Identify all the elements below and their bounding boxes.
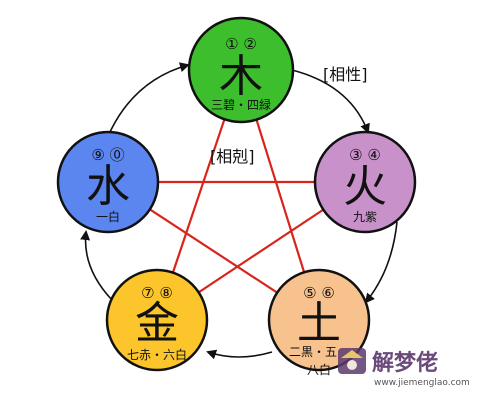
node-fire: ③ ④ 火 九紫 bbox=[313, 130, 417, 234]
cycle-arrow-wood-fire bbox=[291, 69, 370, 134]
node-water: ⑨ ⓪ 水 一白 bbox=[56, 130, 160, 234]
node-metal: ⑦ ⑧ 金 七赤・六白 bbox=[105, 268, 209, 372]
controlling-label: [相剋] bbox=[210, 147, 255, 166]
fire-character: 火 bbox=[343, 161, 387, 212]
earth-character: 土 bbox=[297, 298, 341, 349]
wood-numbers: ① ② bbox=[225, 35, 257, 53]
water-numbers: ⑨ ⓪ bbox=[91, 146, 124, 164]
fire-circle bbox=[313, 130, 417, 234]
generating-cycle bbox=[80, 62, 398, 360]
watermark-text: 解梦佬 bbox=[372, 350, 438, 376]
earth-circle bbox=[267, 268, 371, 372]
cycle-arrow-earth-metal bbox=[206, 349, 273, 360]
earth-numbers: ⑤ ⑥ bbox=[303, 284, 335, 302]
fire-stars: 九紫 bbox=[353, 210, 377, 224]
node-earth: ⑤ ⑥ 土 二黒・五 八白 bbox=[267, 268, 371, 377]
metal-numbers: ⑦ ⑧ bbox=[141, 284, 173, 302]
wood-stars: 三碧・四緑 bbox=[211, 97, 271, 112]
watermark-url: www.jiemenglao.com bbox=[374, 378, 470, 388]
node-wood: ① ② 木 三碧・四緑 bbox=[187, 16, 295, 124]
cycle-arrow-fire-earth bbox=[364, 221, 398, 304]
metal-character: 金 bbox=[135, 298, 179, 349]
water-character: 水 bbox=[86, 161, 130, 212]
watermark: 解梦佬 www.jiemenglao.com bbox=[338, 348, 470, 388]
cycle-arrow-water-wood bbox=[109, 62, 190, 133]
wood-character: 木 bbox=[219, 51, 263, 102]
cycle-arrow-metal-water bbox=[80, 230, 113, 301]
water-circle bbox=[56, 130, 160, 234]
metal-stars: 七赤・六白 bbox=[127, 347, 187, 362]
earth-stars-line2: 八白 bbox=[307, 362, 331, 377]
wood-circle bbox=[187, 16, 295, 124]
generating-label: [相性] bbox=[323, 65, 368, 84]
earth-stars-line1: 二黒・五 bbox=[289, 345, 337, 359]
watermark-logo-icon bbox=[338, 348, 366, 374]
fire-numbers: ③ ④ bbox=[349, 146, 381, 164]
water-stars: 一白 bbox=[96, 209, 120, 224]
metal-circle bbox=[105, 268, 209, 372]
